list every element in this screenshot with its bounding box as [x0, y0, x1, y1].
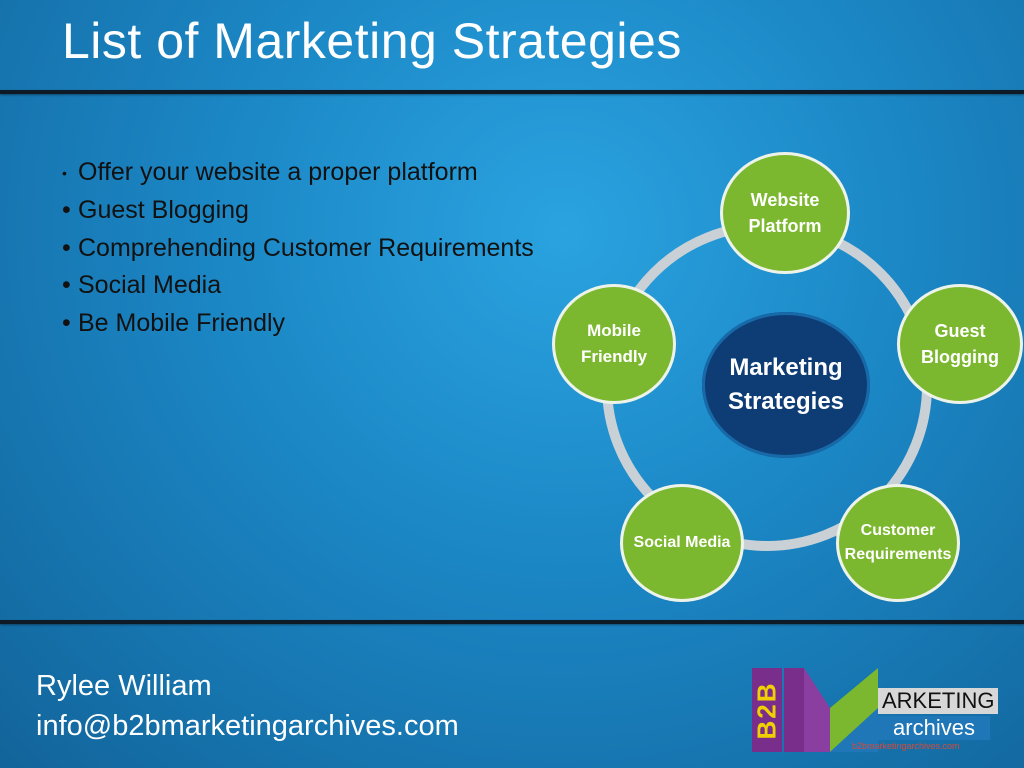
node-mobile-friendly: Mobile Friendly	[552, 284, 676, 404]
node-customer-requirements: Customer Requirements	[836, 484, 960, 602]
author-email: info@b2bmarketingarchives.com	[36, 710, 459, 742]
bullet-text: Guest Blogging	[78, 196, 249, 225]
node-label-line: Mobile	[587, 321, 641, 340]
bullet-glyph: •	[62, 196, 71, 225]
top-divider	[0, 90, 1024, 94]
slide-title: List of Marketing Strategies	[62, 13, 682, 69]
bullet-item: •Social Media	[62, 267, 534, 305]
logo-word-archives: archives	[878, 716, 990, 740]
author-block: Rylee William info@b2bmarketingarchives.…	[36, 666, 459, 746]
node-label-line: Customer	[860, 522, 936, 539]
author-name: Rylee William	[36, 670, 212, 702]
node-label-line: Friendly	[580, 347, 648, 366]
b2b-marketing-archives-logo: B2B ARKETING archives b2bmarketingarchiv…	[752, 668, 999, 752]
node-label-line: Social Media	[633, 534, 731, 551]
bullet-text: Offer your website a proper platform	[78, 158, 478, 186]
bullet-text: Comprehending Customer Requirements	[78, 233, 534, 262]
bullet-item: •Guest Blogging	[62, 192, 534, 230]
node-website-platform: Website Platform	[720, 152, 850, 274]
logo-word-marketing: ARKETING	[878, 688, 999, 714]
center-node-line: Strategies	[727, 388, 845, 415]
bullet-glyph: •	[62, 308, 71, 337]
logo-m-mark-icon	[784, 668, 878, 752]
bullet-glyph: •	[62, 271, 71, 300]
strategy-cycle-diagram: Marketing Strategies Website Platform Gu…	[550, 150, 1024, 602]
node-label-line: Platform	[748, 216, 822, 236]
logo-b2b-text: B2B	[751, 680, 782, 740]
logo-url: b2bmarketingarchives.com	[852, 741, 960, 751]
center-node-line: Marketing	[729, 354, 843, 381]
node-label-line: Website	[750, 190, 820, 210]
node-label-line: Blogging	[921, 347, 999, 367]
logo-b2b-bar: B2B	[752, 668, 782, 752]
node-guest-blogging: Guest Blogging	[897, 284, 1023, 404]
bottom-divider	[0, 620, 1024, 624]
bullet-glyph: •	[62, 233, 71, 262]
node-label-line: Requirements	[844, 546, 952, 563]
node-social-media: Social Media	[620, 484, 744, 602]
center-node: Marketing Strategies	[702, 312, 870, 458]
node-label-line: Guest	[934, 321, 986, 341]
bullet-item: •Comprehending Customer Requirements	[62, 230, 534, 268]
bullet-list: •Offer your website a proper platform •G…	[62, 154, 534, 342]
bullet-item: •Be Mobile Friendly	[62, 305, 534, 343]
bullet-glyph: •	[62, 164, 67, 181]
bullet-text: Be Mobile Friendly	[78, 308, 286, 337]
bullet-item: • Offer your website a proper platform	[62, 154, 534, 192]
bullet-text: Social Media	[78, 271, 222, 300]
